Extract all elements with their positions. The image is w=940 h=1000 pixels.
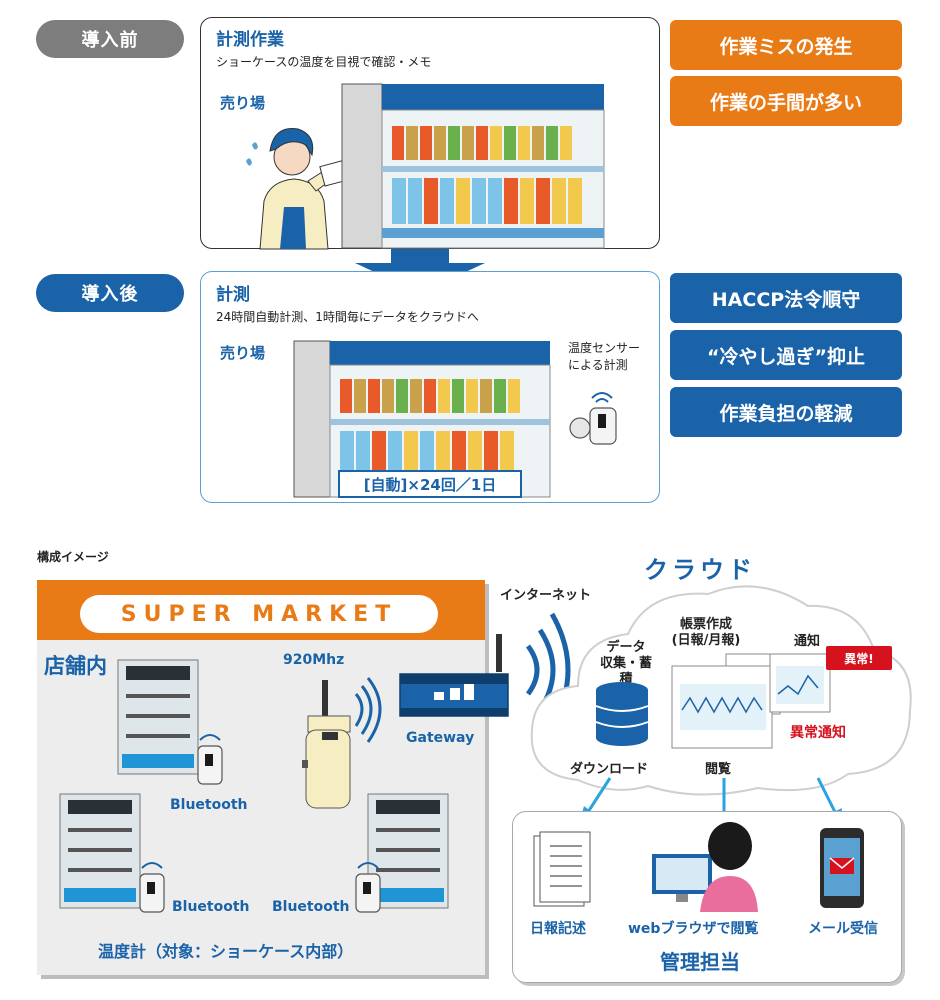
issue-mistakes: 作業ミスの発生 — [670, 20, 902, 70]
showcase-unit-2 — [60, 794, 144, 914]
auto-measure-label: [自動]×24回／1日 — [338, 470, 522, 498]
showcase-before — [336, 78, 616, 248]
smartphone-icon — [818, 826, 868, 910]
supermarket-banner: SUPER MARKET — [80, 595, 438, 633]
before-pill: 導入前 — [36, 20, 184, 58]
bluetooth-label-2: Bluetooth — [172, 899, 250, 915]
store-interior-label: 店舗内 — [44, 650, 107, 680]
temperature-sensor-icon — [566, 386, 632, 450]
relay-device-icon — [300, 676, 384, 810]
benefit-overcooling: “冷やし過ぎ”抑止 — [670, 330, 902, 380]
after-title: 計測 — [216, 280, 250, 305]
before-desc: ショーケースの温度を目視で確認・メモ — [216, 53, 431, 70]
report-label-line1: 帳票作成 — [666, 617, 746, 633]
collect-label-line1: データ — [596, 640, 656, 656]
after-floor-label: 売り場 — [220, 342, 265, 363]
before-title: 計測作業 — [216, 25, 284, 50]
showcase-unit-1 — [118, 660, 202, 780]
sensor-note: 温度センサー による計測 — [568, 340, 640, 374]
after-pill: 導入後 — [36, 274, 184, 312]
report-label: 帳票作成 (日報/月報) — [666, 617, 746, 649]
after-desc: 24時間自動計測、1時間毎にデータをクラウドへ — [216, 308, 479, 325]
mgmt-item-report: 日報記述 — [530, 918, 586, 938]
gateway-label: Gateway — [406, 730, 474, 746]
alert-chart-icon — [770, 654, 832, 714]
cloud-title: クラウド — [644, 550, 756, 585]
mgmt-item-mail: メール受信 — [808, 918, 878, 938]
sensor-note-line2: による計測 — [568, 357, 640, 374]
section-label: 構成イメージ — [37, 548, 109, 565]
document-icon — [530, 830, 594, 910]
bt-sensor-3 — [350, 858, 386, 914]
report-chart-icon — [672, 654, 782, 750]
benefit-workload: 作業負担の軽減 — [670, 387, 902, 437]
management-title: 管理担当 — [660, 946, 740, 975]
notify-label: 通知 — [794, 630, 820, 649]
thermometer-caption: 温度計（対象：ショーケース内部） — [98, 938, 353, 962]
radio-frequency-label: 920Mhz — [283, 652, 344, 668]
mgmt-item-browser: webブラウザで閲覧 — [628, 918, 758, 938]
report-label-line2: (日報/月報) — [666, 633, 746, 649]
bluetooth-label-1: Bluetooth — [170, 797, 248, 813]
database-icon — [592, 680, 652, 748]
sensor-note-line1: 温度センサー — [568, 340, 640, 357]
bt-sensor-2 — [134, 858, 170, 914]
pc-user-icon — [652, 820, 772, 912]
issue-effort: 作業の手間が多い — [670, 76, 902, 126]
bluetooth-label-3: Bluetooth — [272, 899, 350, 915]
alert-tag: 異常! — [826, 646, 892, 670]
bt-sensor-1 — [192, 730, 228, 786]
gateway-device-icon — [396, 628, 522, 724]
benefit-haccp: HACCP法令順守 — [670, 273, 902, 323]
alert-notify-label: 異常通知 — [790, 722, 846, 742]
before-floor-label: 売り場 — [220, 92, 265, 113]
